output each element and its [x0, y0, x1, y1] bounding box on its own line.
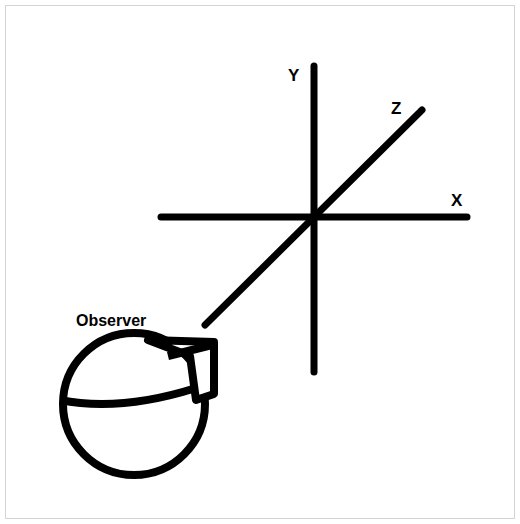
observer-eyepiece [148, 340, 214, 400]
head-band [60, 388, 196, 404]
axis-label: X [451, 192, 462, 209]
eyepiece-edge [168, 345, 212, 356]
frame [6, 6, 515, 519]
z-axis [205, 110, 422, 325]
observer-label: Observer [76, 313, 146, 329]
axis-label: Z [391, 100, 401, 117]
axis-label: Y [288, 67, 299, 84]
